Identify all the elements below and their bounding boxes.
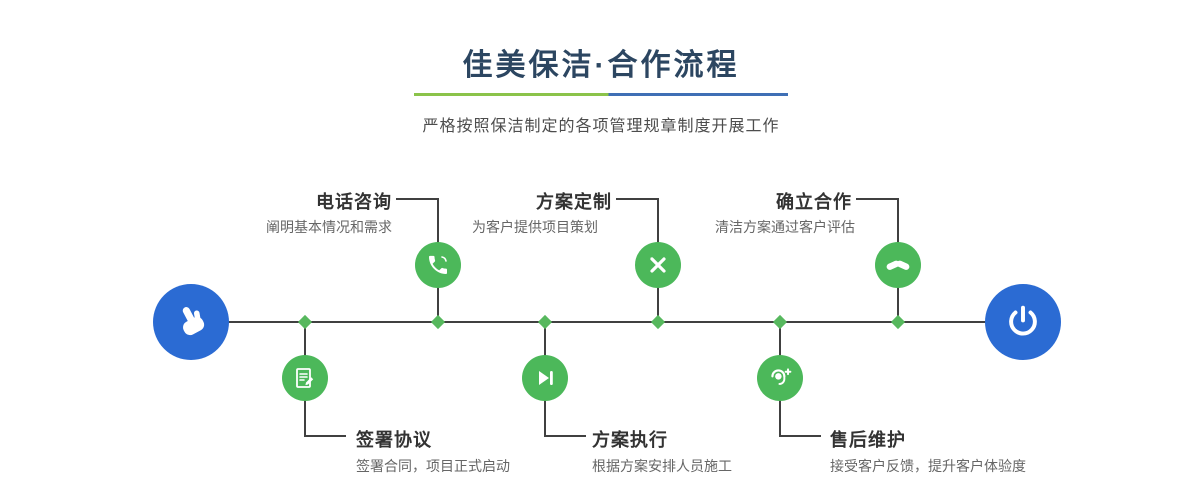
connector-top-2-horizontal xyxy=(616,198,658,200)
design-pen-icon xyxy=(646,253,670,277)
junction-diamond xyxy=(297,314,313,330)
step-title: 售后维护 xyxy=(830,430,906,450)
step-desc: 清洁方案通过客户评估 xyxy=(715,219,855,235)
step-desc: 阐明基本情况和需求 xyxy=(266,219,392,235)
page-title: 佳美保洁·合作流程 xyxy=(462,49,740,82)
step-desc: 根据方案安排人员施工 xyxy=(592,458,732,474)
connector-bottom-2-horizontal xyxy=(544,435,586,437)
timeline-start-node xyxy=(153,284,229,360)
step-desc: 签署合同，项目正式启动 xyxy=(356,458,510,474)
timeline-end-node xyxy=(985,284,1061,360)
hand-pointer-icon xyxy=(165,296,216,347)
junction-diamond xyxy=(890,314,906,330)
page-subtitle: 严格按照保洁制定的各项管理规章制度开展工作 xyxy=(422,118,780,135)
junction-diamond xyxy=(772,314,788,330)
step-node-execute xyxy=(522,355,568,401)
step-desc: 接受客户反馈，提升客户体验度 xyxy=(830,458,1026,474)
junction-diamond xyxy=(650,314,666,330)
contract-icon xyxy=(293,366,317,390)
step-title: 方案执行 xyxy=(592,430,668,450)
connector-top-1-horizontal xyxy=(396,198,438,200)
step-desc: 为客户提供项目策划 xyxy=(472,219,598,235)
timeline-line xyxy=(190,321,1022,323)
step-node-support xyxy=(757,355,803,401)
title-underline xyxy=(414,93,788,96)
connector-bottom-3-horizontal xyxy=(779,435,821,437)
step-title: 签署协议 xyxy=(356,430,432,450)
phone-icon xyxy=(426,253,450,277)
step-title: 确立合作 xyxy=(776,192,852,212)
step-node-handshake xyxy=(875,242,921,288)
step-node-design xyxy=(635,242,681,288)
step-title: 电话咨询 xyxy=(316,192,392,212)
step-node-contract xyxy=(282,355,328,401)
step-title: 方案定制 xyxy=(536,192,612,212)
connector-bottom-1-horizontal xyxy=(304,435,346,437)
junction-diamond xyxy=(537,314,553,330)
play-forward-icon xyxy=(533,366,557,390)
handshake-icon xyxy=(884,251,912,279)
step-node-phone xyxy=(415,242,461,288)
junction-diamond xyxy=(430,314,446,330)
power-icon xyxy=(1004,303,1042,341)
connector-top-3-horizontal xyxy=(856,198,898,200)
headset-support-icon xyxy=(767,365,793,391)
